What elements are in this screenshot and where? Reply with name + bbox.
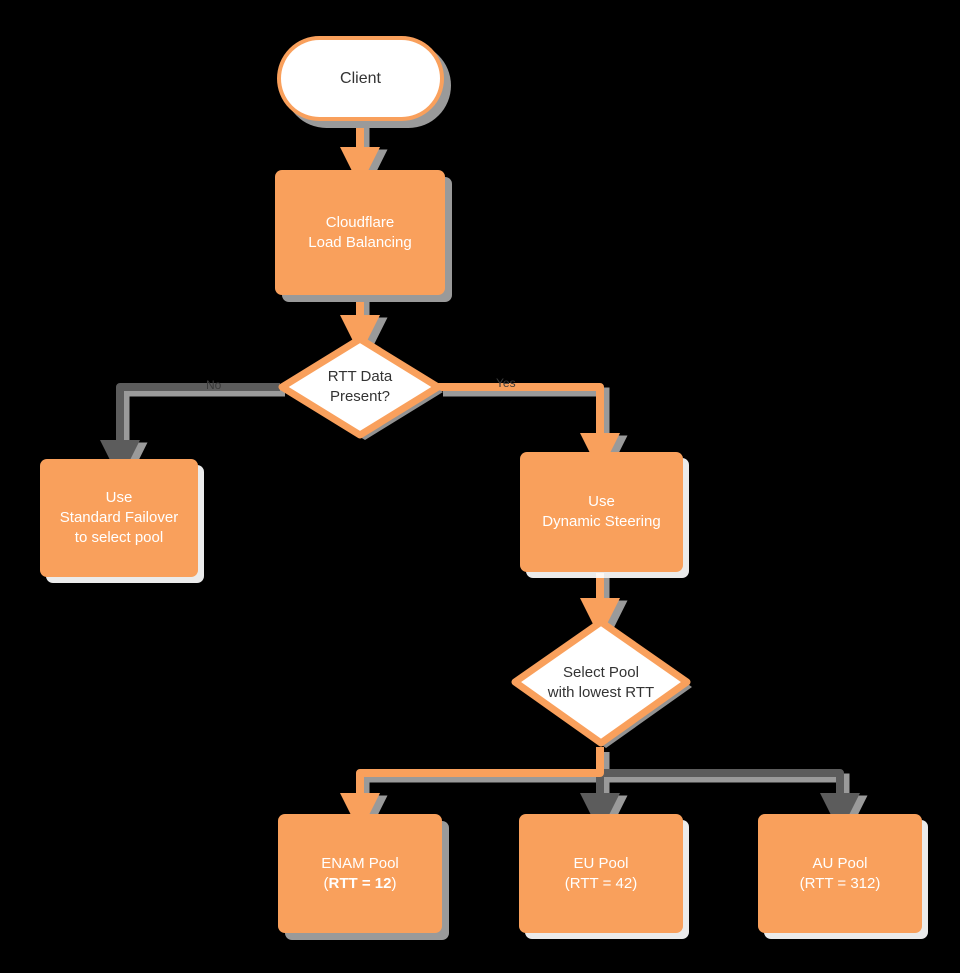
edge-label-yes: Yes <box>496 376 516 390</box>
eu-paren-close: ) <box>632 874 638 892</box>
node-eu-pool-rtt: (RTT = 42) <box>565 874 637 894</box>
node-rtt-data-present[interactable]: RTT Data Present? <box>277 332 443 442</box>
au-paren-open: ( <box>799 874 805 892</box>
enam-paren-close: ) <box>391 874 397 892</box>
node-au-pool-title: AU Pool <box>812 854 868 872</box>
edge-rtt-no <box>100 383 280 480</box>
enam-rtt-value: RTT = 12 <box>328 874 392 892</box>
eu-rtt-value: RTT = 42 <box>569 874 633 892</box>
edge-label-no: No <box>206 378 222 392</box>
diamond-shape-select-pool <box>511 618 692 748</box>
diamond-shape-rtt <box>278 335 443 440</box>
au-paren-close: ) <box>875 874 881 892</box>
node-au-pool[interactable]: AU Pool (RTT = 312) <box>758 814 922 933</box>
node-enam-pool[interactable]: ENAM Pool (RTT = 12) <box>278 814 442 933</box>
connector-shadows <box>102 126 868 841</box>
edge-select-to-enam <box>340 747 604 833</box>
edge-rtt-yes <box>438 383 620 473</box>
node-cloudflare-load-balancing[interactable]: Cloudflare Load Balancing <box>275 170 445 295</box>
node-eu-pool-title: EU Pool <box>573 854 629 872</box>
node-au-pool-rtt: (RTT = 312) <box>800 874 881 894</box>
node-select-pool-lowest-rtt[interactable]: Select Pool with lowest RTT <box>510 615 692 750</box>
edge-active-path <box>340 121 620 833</box>
node-client[interactable]: Client <box>277 36 444 121</box>
node-eu-pool[interactable]: EU Pool (RTT = 42) <box>519 814 683 933</box>
node-enam-pool-rtt: (RTT = 12) <box>324 874 397 894</box>
node-enam-pool-title: ENAM Pool <box>321 854 399 872</box>
node-dynamic-steering[interactable]: Use Dynamic Steering <box>520 452 683 572</box>
edge-select-to-au <box>600 769 860 833</box>
node-standard-failover[interactable]: Use Standard Failover to select pool <box>40 459 198 577</box>
enam-paren-open: ( <box>323 874 329 892</box>
eu-paren-open: ( <box>564 874 570 892</box>
edge-rtt-no-and-gray-pool-edges <box>100 383 860 833</box>
au-rtt-value: RTT = 312 <box>804 874 876 892</box>
